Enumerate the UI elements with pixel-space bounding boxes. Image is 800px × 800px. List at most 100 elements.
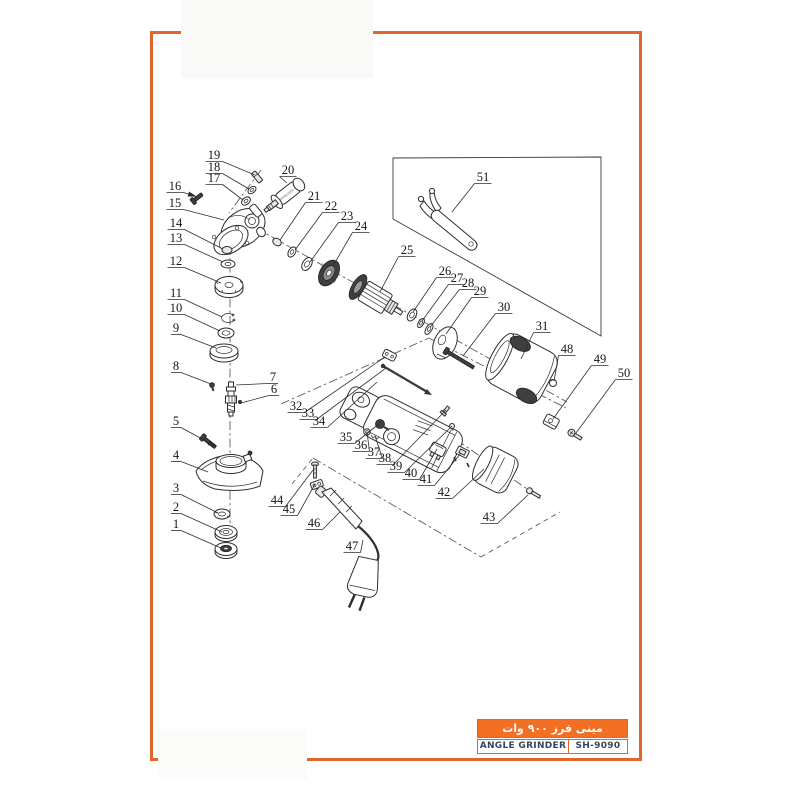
callout-22: 22 — [294, 199, 340, 251]
part-16-screw — [189, 192, 204, 205]
part-4-wheel-guard — [195, 450, 264, 491]
callout-1: 1 — [171, 517, 222, 549]
part-12-spur-gear — [214, 276, 244, 298]
callout-34: 34 — [310, 381, 378, 428]
part-41-brush-pin — [466, 462, 470, 468]
svg-text:35: 35 — [340, 430, 353, 444]
callout-13: 13 — [167, 231, 224, 263]
part-43-screw — [525, 487, 542, 499]
part-47-power-cord-plug — [346, 525, 380, 612]
svg-text:42: 42 — [438, 485, 451, 499]
callout-41: 41 — [417, 452, 462, 486]
callout-5: 5 — [171, 414, 217, 447]
callout-46: 46 — [305, 511, 341, 530]
watermark-patch-bottom — [158, 729, 307, 779]
part-7-spindle — [225, 381, 237, 417]
svg-text:11: 11 — [170, 286, 182, 300]
svg-text:14: 14 — [170, 216, 183, 230]
title-block-header: مینی فرز ۹۰۰ وات — [477, 719, 628, 738]
svg-text:33: 33 — [302, 406, 315, 420]
callout-23: 23 — [309, 209, 356, 263]
svg-text:21: 21 — [308, 189, 321, 203]
part-31-stator — [485, 332, 558, 404]
svg-text:40: 40 — [405, 466, 418, 480]
svg-text:24: 24 — [355, 219, 368, 233]
callout-9: 9 — [171, 321, 217, 349]
callout-6: 6 — [240, 382, 279, 404]
part-21-nut — [272, 237, 282, 247]
part-27-washer — [417, 318, 425, 328]
callout-33: 33 — [299, 367, 387, 420]
svg-text:15: 15 — [169, 196, 182, 210]
part-19-screw — [251, 170, 263, 184]
part-11-circlip — [221, 313, 236, 323]
part-49-brush-holder — [542, 413, 560, 430]
callout-8: 8 — [171, 359, 212, 385]
accessory-box — [392, 156, 602, 337]
part-33-rod — [380, 363, 432, 395]
svg-text:18: 18 — [208, 160, 221, 174]
part-14-nut — [221, 246, 233, 254]
part-41-brush-set — [455, 445, 470, 459]
part-44-screw — [311, 461, 319, 479]
part-29-fan-baffle — [432, 326, 458, 360]
svg-text:10: 10 — [170, 301, 183, 315]
svg-text:46: 46 — [308, 516, 321, 530]
svg-text:8: 8 — [173, 359, 179, 373]
callout-28: 28 — [429, 276, 477, 328]
callout-31: 31 — [520, 319, 551, 360]
part-8-screw — [209, 382, 215, 392]
svg-text:3: 3 — [173, 481, 179, 495]
title-block: مینی فرز ۹۰۰ وات ANGLE GRINDER SH-9090 — [477, 719, 628, 754]
svg-text:23: 23 — [341, 209, 354, 223]
part-50-screw — [567, 428, 583, 441]
svg-text:32: 32 — [290, 399, 303, 413]
callout-48: 48 — [553, 342, 576, 382]
callout-24: 24 — [332, 219, 370, 267]
svg-text:45: 45 — [283, 502, 296, 516]
callout-50: 50 — [575, 366, 633, 434]
part-20-side-handle: SHIELDER — [263, 177, 306, 214]
svg-text:2: 2 — [173, 500, 179, 514]
part-9-bearing-cover — [209, 343, 239, 363]
callout-35: 35 — [337, 423, 380, 444]
callout-40: 40 — [402, 448, 438, 480]
svg-text:37: 37 — [368, 445, 381, 459]
svg-text:4: 4 — [173, 448, 180, 462]
part-30-screw — [442, 346, 476, 370]
part-6-pin — [237, 399, 242, 404]
callout-45: 45 — [280, 483, 316, 516]
svg-text:5: 5 — [173, 414, 179, 428]
part-17-washer — [241, 196, 251, 206]
part-24-crown-gear — [318, 259, 340, 287]
svg-text:34: 34 — [313, 414, 326, 428]
part-26-bearing — [406, 308, 418, 322]
svg-text:29: 29 — [474, 284, 487, 298]
callout-26: 26 — [412, 264, 454, 313]
part-3-lock-plate — [213, 508, 231, 520]
svg-text:7: 7 — [270, 370, 276, 384]
callout-10: 10 — [167, 301, 221, 332]
part-2-inner-flange — [214, 525, 238, 542]
svg-text:28: 28 — [462, 276, 475, 290]
svg-text:19: 19 — [208, 148, 221, 162]
svg-text:47: 47 — [346, 539, 359, 553]
part-48-ball — [549, 379, 557, 387]
part-46-cord-guard — [315, 485, 363, 530]
callout-51: 51 — [451, 170, 492, 213]
callout-layer: 1234567891011121314151617181920212223242… — [166, 148, 633, 553]
page-frame — [150, 31, 642, 761]
svg-text:13: 13 — [170, 231, 183, 245]
svg-text:1: 1 — [173, 517, 179, 531]
callout-15: 15 — [166, 196, 225, 221]
callout-42: 42 — [435, 468, 485, 499]
callout-2: 2 — [171, 500, 223, 533]
svg-text:25: 25 — [401, 243, 414, 257]
callout-49: 49 — [552, 352, 609, 420]
callout-25: 25 — [379, 243, 416, 293]
svg-text:22: 22 — [325, 199, 338, 213]
callout-39: 39 — [387, 425, 453, 473]
svg-text:48: 48 — [561, 342, 574, 356]
watermark-patch-top — [181, 0, 373, 78]
